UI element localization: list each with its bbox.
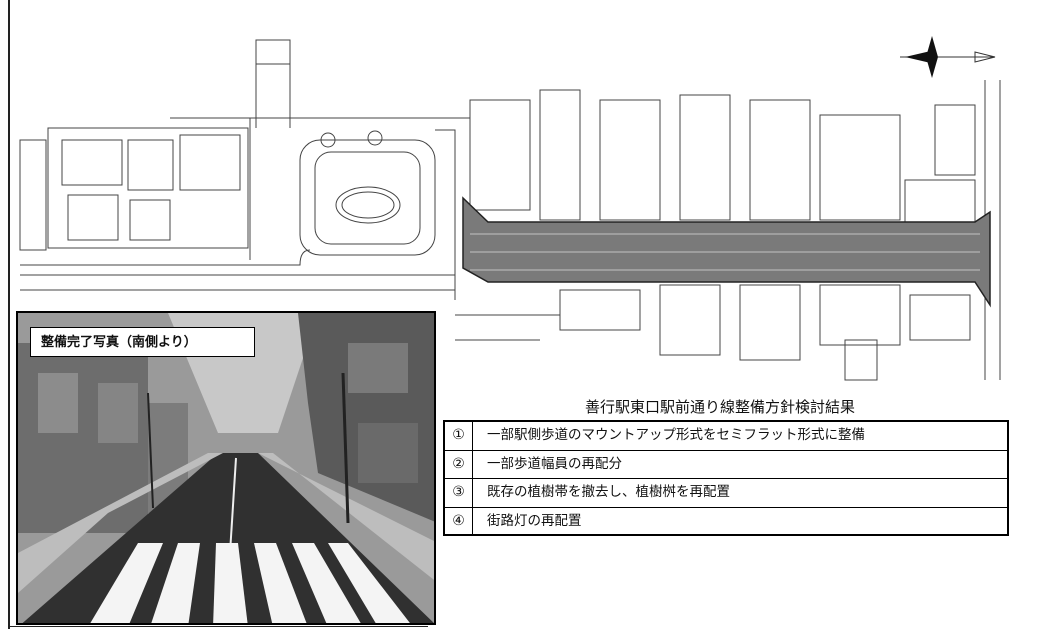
- row-number: ④: [445, 507, 473, 536]
- results-row: ① 一部駅側歩道のマウントアップ形式をセミフラット形式に整備: [445, 422, 1007, 451]
- row-number: ①: [445, 422, 473, 450]
- results-row: ④ 街路灯の再配置: [445, 507, 1007, 536]
- results-row: ③ 既存の植樹帯を撤去し、植樹桝を再配置: [445, 479, 1007, 508]
- row-text: 街路灯の再配置: [487, 512, 582, 529]
- row-text: 既存の植樹帯を撤去し、植樹桝を再配置: [487, 484, 730, 500]
- results-title: 善行駅東口駅前通り線整備方針検討結果: [585, 398, 856, 416]
- project-area: [462, 196, 991, 308]
- completion-photo: 整備完了写真（南側より）: [16, 311, 436, 625]
- row-text: 一部駅側歩道のマウントアップ形式をセミフラット形式に整備: [487, 427, 865, 443]
- north-arrow-icon: [900, 36, 996, 78]
- row-text: 一部歩道幅員の再配分: [487, 455, 622, 472]
- page-frame-bottom: [8, 626, 428, 627]
- results-table: ① 一部駅側歩道のマウントアップ形式をセミフラット形式に整備 ② 一部歩道幅員の…: [443, 420, 1009, 536]
- photo-caption: 整備完了写真（南側より）: [30, 327, 255, 357]
- row-number: ②: [445, 450, 473, 478]
- building-block: [47, 127, 249, 249]
- results-row: ② 一部歩道幅員の再配分: [445, 450, 1007, 479]
- page-frame-left: [8, 0, 10, 629]
- row-number: ③: [445, 479, 473, 507]
